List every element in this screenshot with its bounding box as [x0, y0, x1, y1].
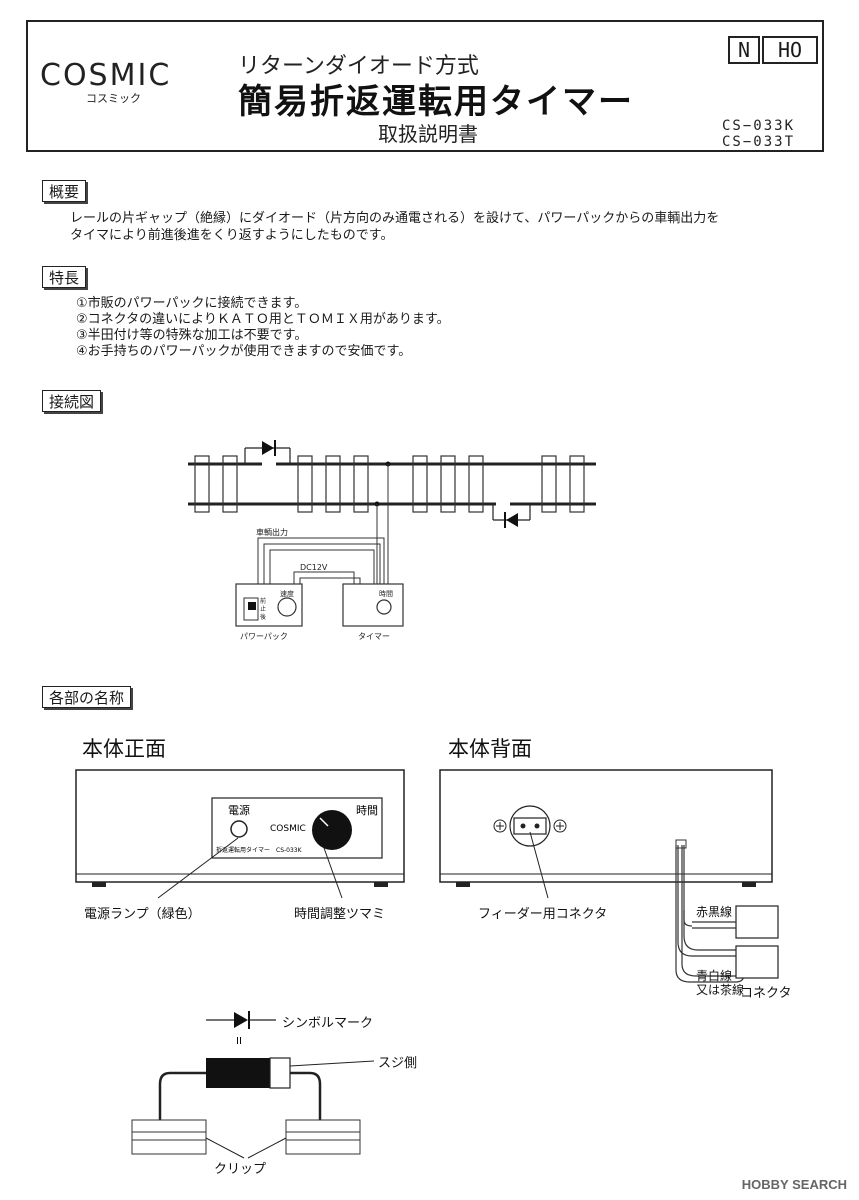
diode-stripe — [269, 1057, 291, 1089]
timer-label: タイマー — [358, 632, 390, 641]
subtitle: リターンダイオード方式 — [238, 54, 479, 79]
symbol-mark-caption: シンボルマーク — [282, 1016, 374, 1031]
back-body — [439, 769, 773, 883]
wiring-heading: 接続図 — [42, 390, 102, 412]
time-knob-icon — [312, 810, 352, 850]
model-number-t: CS−033T — [722, 134, 796, 150]
svg-text:速度: 速度 — [280, 589, 294, 598]
feature-item-2: ②コネクタの違いによりＫＡＴＯ用とＴＯＭＩＸ用があります。 — [76, 312, 450, 327]
scale-n: N — [728, 36, 760, 64]
red-black-wire-label: 赤黒線 — [696, 905, 733, 919]
dc12v-label: DC12V — [300, 563, 328, 572]
feeder-connector-caption: フィーダー用コネクタ — [478, 907, 608, 922]
feature-item-3: ③半田付け等の特殊な加工は不要です。 — [76, 328, 308, 343]
header-box — [26, 20, 824, 152]
powerpack-label: パワーパック — [240, 632, 288, 641]
connector-red-black — [735, 905, 779, 939]
manual-label: 取扱説明書 — [378, 122, 478, 146]
overview-line-2: タイマにより前進後進をくり返すようにしたものです。 — [70, 228, 394, 243]
connector-caption: コネクタ — [740, 986, 792, 1001]
stripe-side-caption: スジ側 — [378, 1056, 418, 1071]
svg-text:時間: 時間 — [356, 804, 378, 817]
speed-knob-icon — [277, 597, 297, 617]
diode-body — [206, 1058, 270, 1088]
scale-badges: N HO — [728, 36, 820, 64]
power-lamp-caption: 電源ランプ（緑色） — [84, 907, 201, 922]
svg-text:COSMIC: COSMIC — [270, 824, 306, 834]
powerpack-box — [235, 583, 303, 627]
svg-text:前: 前 — [260, 597, 266, 605]
watermark-text: HOBBY SEARCH — [741, 1177, 847, 1192]
overview-text: レールの片ギャップ（絶縁）にダイオード（片方向のみ通電される）を設けて、パワーパ… — [70, 210, 719, 244]
svg-text:折返運転用タイマー CS-033K: 折返運転用タイマー CS-033K — [216, 846, 303, 854]
features-heading: 特長 — [42, 266, 87, 288]
connector-blue-white — [735, 945, 779, 979]
svg-text:止: 止 — [260, 605, 266, 613]
overview-heading: 概要 — [42, 180, 87, 202]
brand-logo-kana: コスミック — [86, 92, 141, 105]
wiring-diagram: 車輌出力 DC12V 前 止 後 速度 パワーパック 時間 タイマー — [188, 440, 596, 641]
feature-item-1: ①市販のパワーパックに接続できます。 — [76, 296, 308, 311]
svg-text:II: II — [236, 1036, 242, 1047]
brand-logo: COSMIC — [40, 58, 172, 93]
clip-left — [131, 1119, 207, 1155]
parts-heading: 各部の名称 — [42, 686, 132, 708]
front-title: 本体正面 — [82, 737, 166, 761]
svg-text:時間: 時間 — [379, 590, 393, 598]
back-title: 本体背面 — [448, 737, 532, 761]
power-lamp-icon — [230, 820, 248, 838]
clip-caption: クリップ — [214, 1162, 267, 1177]
scale-ho: HO — [762, 36, 818, 64]
svg-text:後: 後 — [260, 613, 266, 621]
model-number-k: CS−033K — [722, 118, 796, 134]
brown-wire-label: 又は茶線 — [696, 983, 745, 997]
parts-diagram: 電源 COSMIC 時間 折返運転用タイマー CS-033K II — [75, 769, 779, 1159]
clip-right — [285, 1119, 361, 1155]
svg-text:電源: 電源 — [228, 803, 250, 817]
timer-box — [342, 583, 404, 627]
page-title: 簡易折返運転用タイマー — [238, 82, 634, 122]
features-list: ①市販のパワーパックに接続できます。 ②コネクタの違いによりＫＡＴＯ用とＴＯＭＩ… — [76, 296, 450, 360]
feature-item-4: ④お手持ちのパワーパックが使用できますので安価です。 — [76, 344, 412, 359]
vehicle-output-label: 車輌出力 — [256, 527, 288, 537]
timer-knob-icon — [376, 599, 392, 615]
overview-line-1: レールの片ギャップ（絶縁）にダイオード（片方向のみ通電される）を設けて、パワーパ… — [70, 211, 720, 226]
blue-white-wire-label: 青白線 — [696, 969, 733, 983]
time-knob-caption: 時間調整ツマミ — [294, 907, 386, 922]
